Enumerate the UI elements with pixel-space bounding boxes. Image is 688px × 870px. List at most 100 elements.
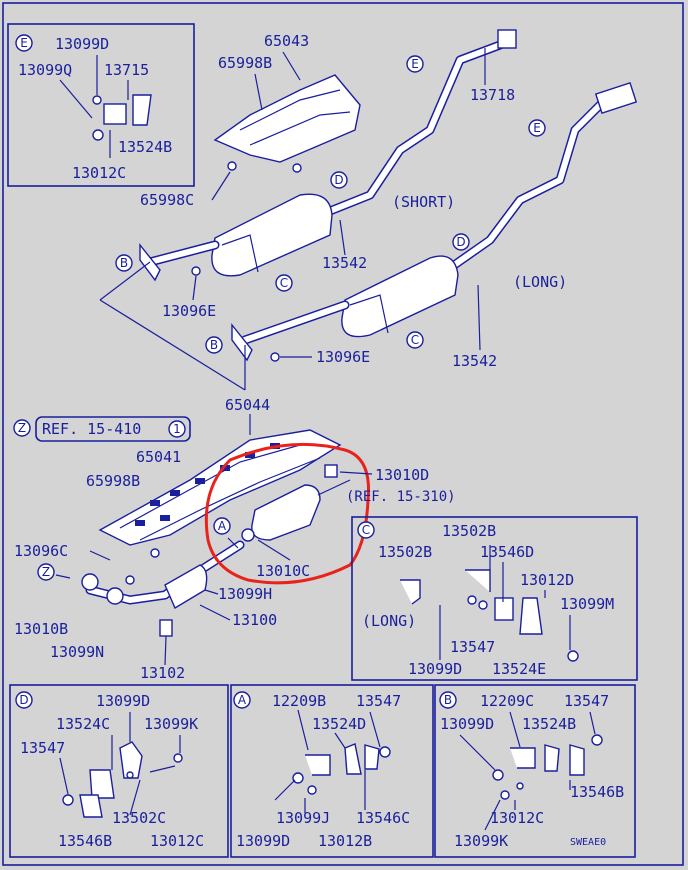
callout-e-long: E — [528, 119, 546, 137]
svg-text:E: E — [533, 121, 541, 135]
main-muffler-long — [341, 255, 459, 338]
label-13102: 13102 — [140, 664, 185, 682]
callout-c-long: C — [406, 331, 424, 349]
c-label-13546d: 13546D — [480, 543, 534, 561]
c-label-13099d: 13099D — [408, 660, 462, 678]
svg-text:C: C — [362, 523, 370, 537]
d-label-13099k: 13099K — [144, 715, 198, 733]
label-65998c: 65998C — [140, 191, 194, 209]
label-13010c: 13010C — [256, 562, 310, 580]
label-13542-b: 13542 — [452, 352, 497, 370]
c-label-13502b-b: 13502B — [378, 543, 432, 561]
label-65044: 65044 — [225, 396, 270, 414]
highlight-circle — [204, 442, 371, 585]
detail-box-a — [230, 684, 434, 858]
heat-protector-65043 — [213, 74, 361, 163]
hanger-bracket-e — [59, 55, 152, 158]
label-65998b-mid: 65998B — [86, 472, 140, 490]
d-label-13012c: 13012C — [150, 832, 204, 850]
label-13524b-top: 13524B — [118, 138, 172, 156]
c-label-13502b-a: 13502B — [442, 522, 496, 540]
label-13010d: 13010D — [375, 466, 429, 484]
detail-box-c — [351, 516, 638, 681]
a-label-12209b: 12209B — [272, 692, 326, 710]
diagram-code: SWEAE0 — [570, 837, 606, 848]
svg-text:A: A — [218, 519, 227, 533]
callout-z-ref: Z — [13, 419, 31, 437]
callout-one: 1 — [168, 420, 186, 438]
callout-b-box: B — [439, 691, 457, 709]
c-label-13012d: 13012D — [520, 571, 574, 589]
label-short: (SHORT) — [392, 193, 455, 211]
label-13099q: 13099Q — [18, 61, 72, 79]
d-label-13099d: 13099D — [96, 692, 150, 710]
a-label-13524d: 13524D — [312, 715, 366, 733]
label-65041: 65041 — [136, 448, 181, 466]
ref-15-310: (REF. 15-310) — [346, 489, 456, 505]
b-label-12209c: 12209C — [480, 692, 534, 710]
svg-text:Z: Z — [42, 565, 50, 579]
detail-box-b — [434, 684, 636, 858]
detail-box-e — [7, 23, 195, 187]
callout-b-long: B — [205, 336, 223, 354]
svg-text:B: B — [210, 338, 218, 352]
d-label-13546b: 13546B — [58, 832, 112, 850]
svg-text:D: D — [19, 693, 28, 707]
callout-e-topleft: E — [15, 34, 33, 52]
svg-text:Z: Z — [18, 421, 26, 435]
svg-text:C: C — [411, 333, 419, 347]
label-65043: 65043 — [264, 32, 309, 50]
main-muffler-short — [211, 193, 333, 277]
detail-box-d — [9, 684, 229, 858]
label-long-mid: (LONG) — [513, 273, 567, 291]
svg-text:D: D — [334, 173, 343, 187]
label-13718: 13718 — [470, 86, 515, 104]
catalytic-converter — [251, 484, 321, 541]
label-13012c-top: 13012C — [72, 164, 126, 182]
callout-d-box: D — [15, 691, 33, 709]
a-label-13546c: 13546C — [356, 809, 410, 827]
a-label-13099j: 13099J — [276, 809, 330, 827]
b-label-13012c: 13012C — [490, 809, 544, 827]
label-13096c: 13096C — [14, 542, 68, 560]
label-13099n: 13099N — [50, 643, 104, 661]
b-label-13546b: 13546B — [570, 783, 624, 801]
b-label-13524b: 13524B — [522, 715, 576, 733]
b-label-13547: 13547 — [564, 692, 609, 710]
callout-c-short: C — [275, 274, 293, 292]
callout-a-box: A — [233, 691, 251, 709]
c-label-13524e: 13524E — [492, 660, 546, 678]
callout-a-main: A — [213, 517, 231, 535]
label-13099d-top: 13099D — [55, 35, 109, 53]
a-label-13547: 13547 — [356, 692, 401, 710]
svg-text:A: A — [238, 693, 247, 707]
d-label-13524c: 13524C — [56, 715, 110, 733]
callout-d-long: D — [452, 233, 470, 251]
ref-15-410-box — [35, 416, 191, 442]
svg-text:E: E — [20, 36, 28, 50]
d-label-13502c: 13502C — [112, 809, 166, 827]
callout-z-front: Z — [37, 563, 55, 581]
a-label-13012b: 13012B — [318, 832, 372, 850]
d-label-13547: 13547 — [20, 739, 65, 757]
label-65998b-top: 65998B — [218, 54, 272, 72]
label-13099h: 13099H — [218, 585, 272, 603]
ref-15-410: REF. 15-410 — [42, 420, 141, 438]
b-label-13099k: 13099K — [454, 832, 508, 850]
label-13100: 13100 — [232, 611, 277, 629]
callout-d-short: D — [330, 171, 348, 189]
callout-e-short: E — [406, 55, 424, 73]
label-13715: 13715 — [104, 61, 149, 79]
c-label-long: (LONG) — [362, 612, 416, 630]
svg-text:B: B — [444, 693, 452, 707]
clip-65998c — [227, 161, 237, 171]
a-label-13099d: 13099D — [236, 832, 290, 850]
svg-text:1: 1 — [173, 422, 181, 436]
callout-c-box: C — [357, 521, 375, 539]
c-label-13099m: 13099M — [560, 595, 614, 613]
svg-text:B: B — [120, 256, 128, 270]
svg-text:C: C — [280, 276, 288, 290]
